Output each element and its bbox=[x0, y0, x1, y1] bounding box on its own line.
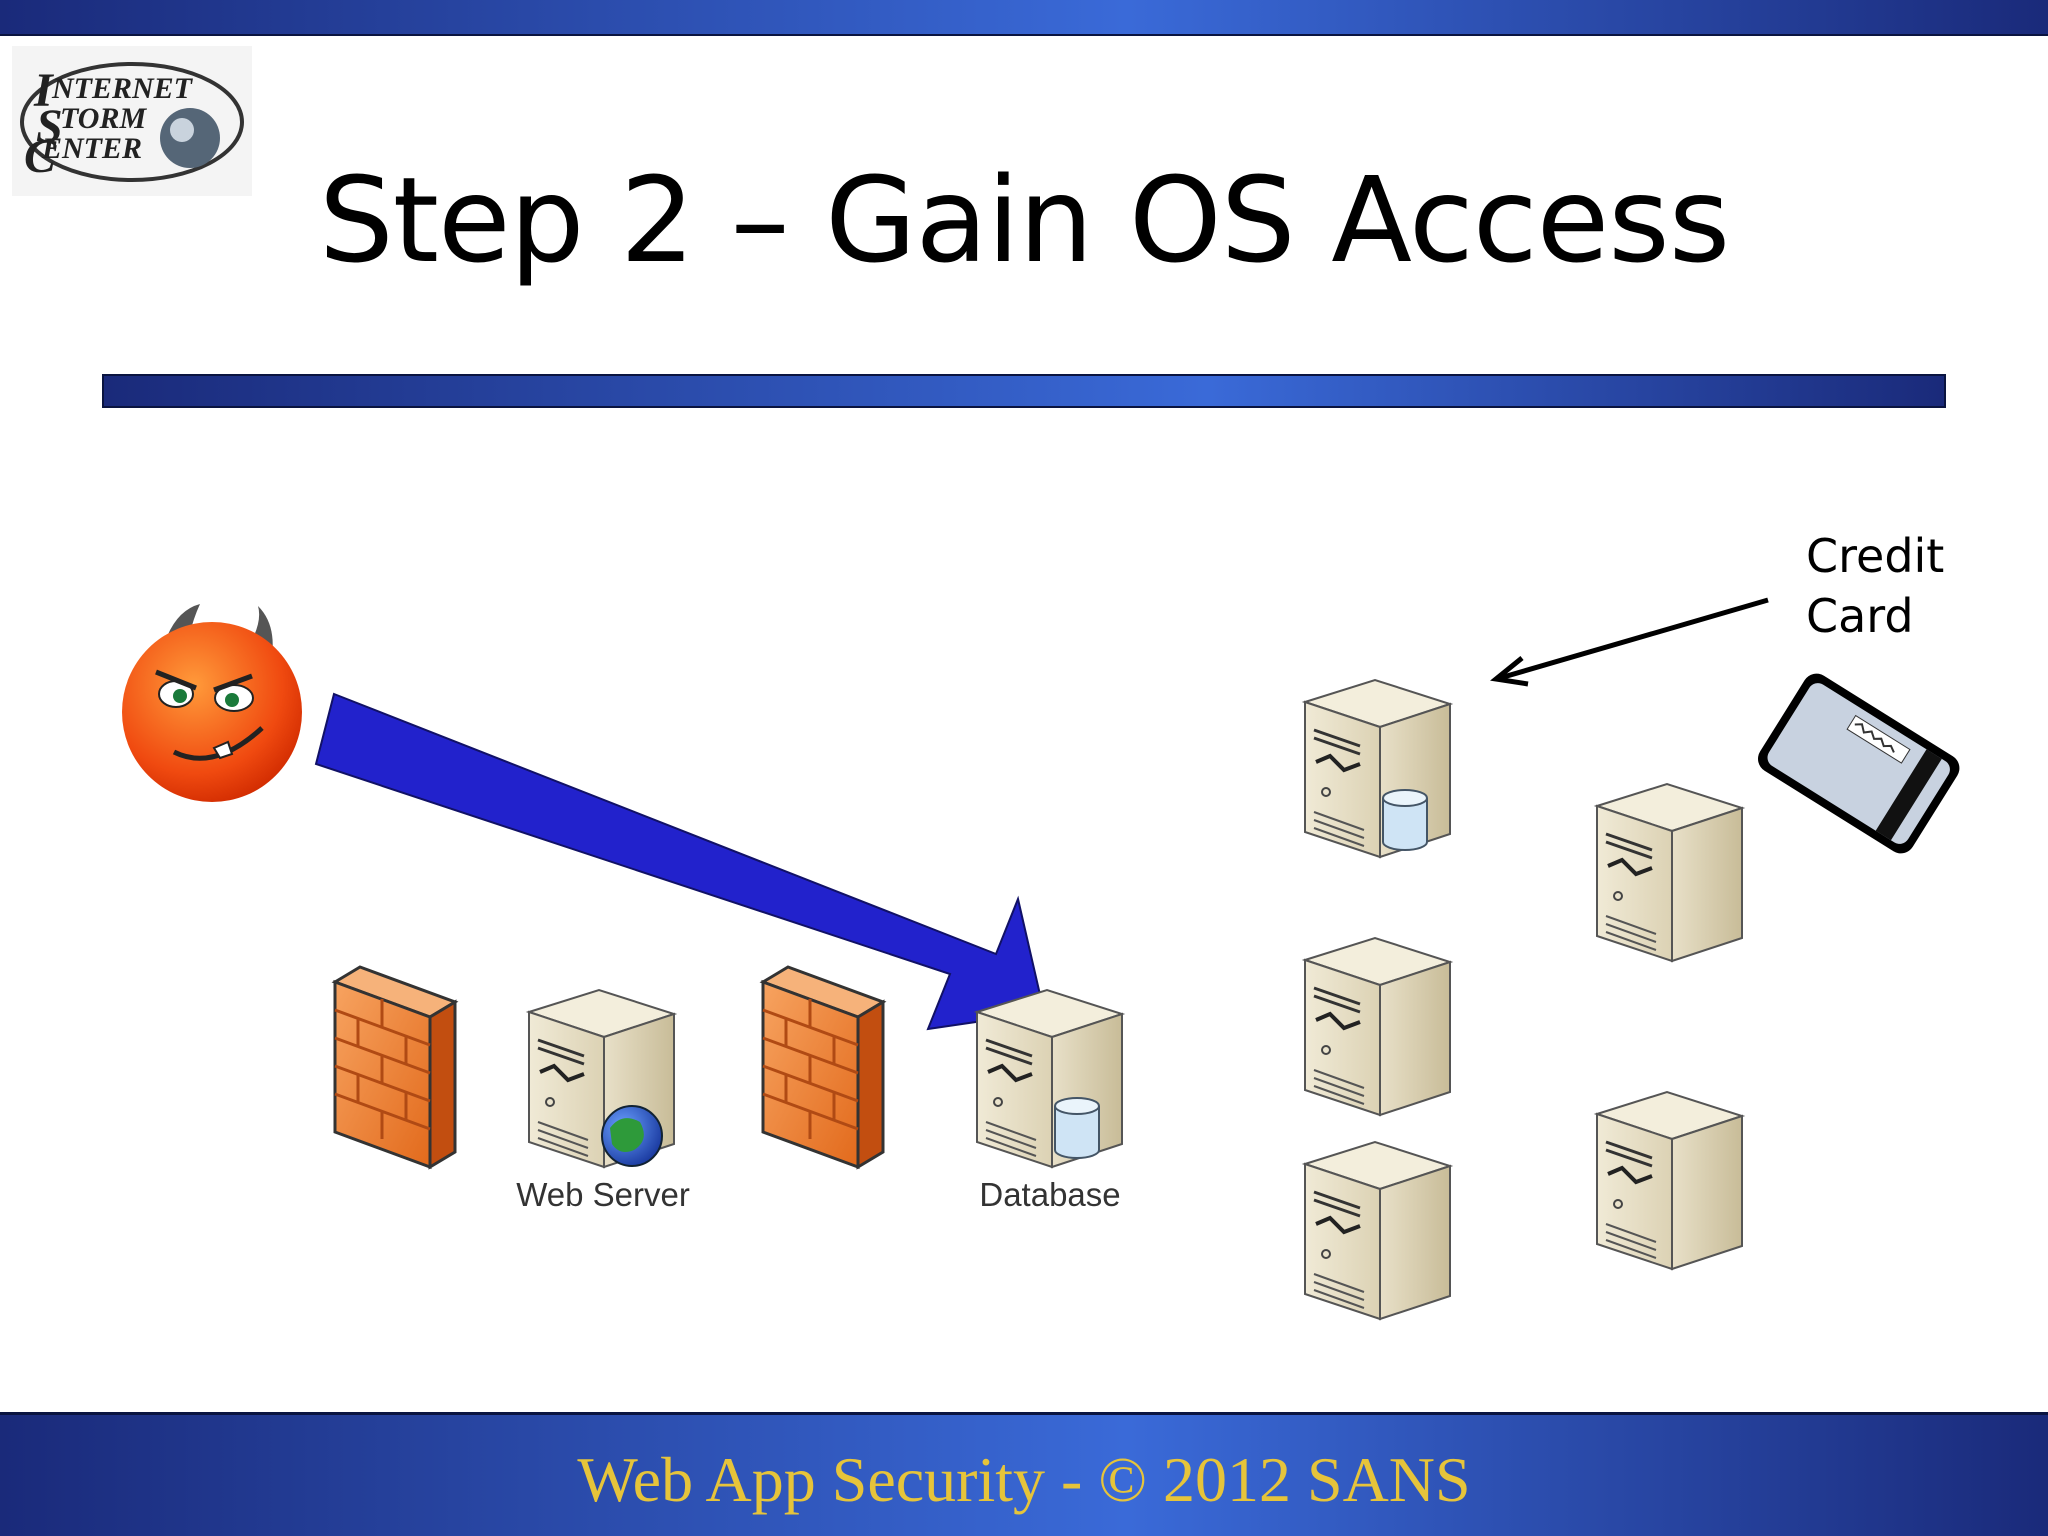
slide-title: Step 2 – Gain OS Access bbox=[318, 151, 1730, 289]
internal-server-5-icon bbox=[1595, 1090, 1744, 1271]
svg-text:C: C bbox=[24, 130, 57, 183]
footer-bar: Web App Security - © 2012 SANS bbox=[0, 1412, 2048, 1536]
internal-server-4-icon bbox=[1303, 1140, 1452, 1321]
firewall-2-icon bbox=[761, 965, 885, 1169]
footer-copyright: Web App Security - © 2012 SANS bbox=[577, 1444, 1471, 1515]
svg-text:S: S bbox=[36, 100, 63, 153]
internal-server-2-icon bbox=[1595, 782, 1744, 963]
database-server-credit-card-icon bbox=[1303, 678, 1452, 859]
credit-card-pointer-arrow bbox=[1490, 597, 1769, 687]
top-banner-bar bbox=[0, 0, 2048, 36]
firewall-1-icon bbox=[333, 965, 457, 1169]
web-server-label: Web Server bbox=[516, 1176, 690, 1213]
svg-text:NTERNET: NTERNET bbox=[51, 72, 194, 105]
database-server-icon bbox=[975, 988, 1124, 1169]
svg-text:I: I bbox=[33, 64, 55, 117]
internal-server-3-icon bbox=[1303, 936, 1452, 1117]
svg-text:TORM: TORM bbox=[60, 102, 147, 135]
web-server-icon bbox=[527, 988, 676, 1169]
svg-text:ENTER: ENTER bbox=[41, 132, 142, 165]
credit-card-icon bbox=[1758, 673, 1960, 854]
attacker-devil-icon bbox=[122, 604, 302, 802]
database-label: Database bbox=[979, 1176, 1120, 1213]
attack-arrow bbox=[314, 692, 1046, 1031]
credit-card-label: Credit Card bbox=[1806, 529, 1945, 643]
internet-storm-center-logo: NTERNET TORM ENTER I S C bbox=[12, 46, 252, 196]
title-divider-bar bbox=[102, 374, 1946, 408]
